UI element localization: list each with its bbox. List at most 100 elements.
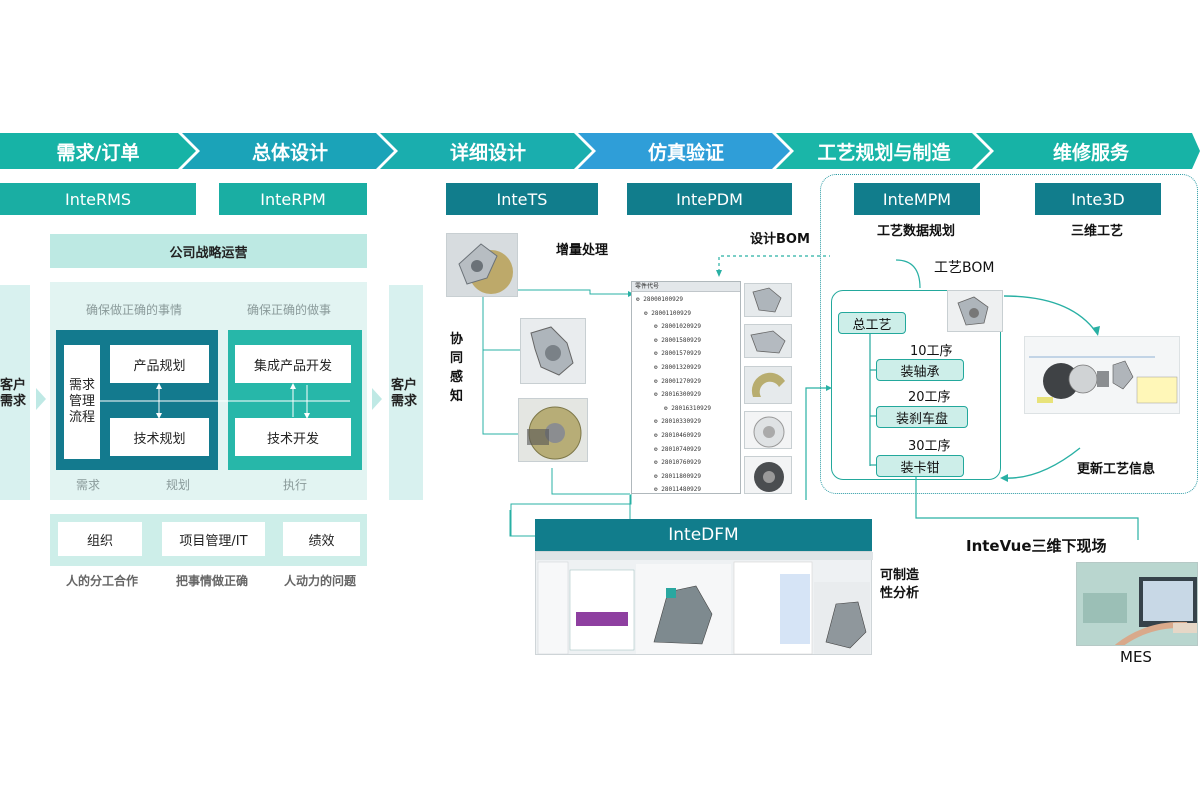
gear-icon: ⚙ <box>654 445 662 453</box>
system-intempm[interactable]: InteMPM <box>854 183 980 215</box>
gear-icon: ⚙ <box>654 336 662 344</box>
bom-tree-row-label: 28000100929 <box>643 296 683 303</box>
stage-6-shape <box>976 133 1200 169</box>
right-caption: 确保正确的做事 <box>247 303 332 317</box>
bom-tree-row[interactable]: ⚙ 28001580929 <box>654 337 701 344</box>
bom-tree-row[interactable]: ⚙ 28001020929 <box>654 323 701 330</box>
bom-tree-row-label: 28010460929 <box>661 432 701 439</box>
workshop-photo-icon <box>1077 563 1197 645</box>
system-intedfm[interactable]: InteDFM <box>535 519 872 551</box>
product-plan-box[interactable]: 产品规划 <box>110 345 209 383</box>
dfm-connector <box>510 494 632 536</box>
dfm-screenshot-image <box>536 552 873 655</box>
mes-label: MES <box>1120 648 1152 666</box>
mes-photo <box>1076 562 1198 646</box>
strategy-title-bar: 公司战略运营 <box>50 234 367 268</box>
mpm-caption: 工艺数据规划 <box>877 224 956 239</box>
stage-1-shape <box>0 133 196 169</box>
part-thumb-1 <box>446 233 518 297</box>
system-interms[interactable]: InteRMS <box>0 183 196 215</box>
support-pm-it[interactable]: 项目管理/IT <box>162 522 265 556</box>
bom-tree-row[interactable]: ⚙ 28016310929 <box>664 405 711 412</box>
bom-tree-row[interactable]: ⚙ 28016300929 <box>654 391 701 398</box>
bom-tree-row[interactable]: ⚙ 28010760929 <box>654 459 701 466</box>
bom-tree-row[interactable]: ⚙ 28011480929 <box>654 486 701 493</box>
system-interpm[interactable]: InteRPM <box>219 183 367 215</box>
gear-icon: ⚙ <box>644 309 652 317</box>
part-thumb-5 <box>744 324 792 358</box>
arrow-right-icon <box>36 388 46 410</box>
support-kpi[interactable]: 绩效 <box>283 522 360 556</box>
part-thumb-4 <box>744 283 792 317</box>
gear-icon: ⚙ <box>654 432 662 439</box>
tech-plan-box[interactable]: 技术规划 <box>110 418 209 456</box>
gear-icon: ⚙ <box>636 296 644 303</box>
stage-process-planning: 工艺规划与制造 <box>817 141 951 164</box>
gear-icon: ⚙ <box>654 418 662 426</box>
bom-tree-window: 零件代号 ⚙ 28000100929 ⚙ 28001100929 ⚙ 2800102… <box>631 281 741 494</box>
part-thumb-6 <box>744 366 792 404</box>
bom-tree-row[interactable]: ⚙ 28010740929 <box>654 446 701 453</box>
support-caption-2: 把事情做正确 <box>176 574 249 588</box>
brake-disc-icon <box>527 406 582 460</box>
stage-simulation: 仿真验证 <box>647 141 724 164</box>
part-thumb-7 <box>744 411 792 449</box>
stage-maintenance: 维修服务 <box>1052 141 1129 164</box>
foot-exec: 执行 <box>283 478 308 492</box>
foot-req: 需求 <box>76 478 101 492</box>
op-10-node[interactable]: 装轴承 <box>876 359 964 381</box>
tech-dev-box[interactable]: 技术开发 <box>235 418 351 456</box>
support-caption-3: 人动力的问题 <box>284 574 357 588</box>
gear-icon: ⚙ <box>664 404 672 412</box>
stage-3-shape <box>380 133 592 169</box>
bom-tree-row-label: 28016310929 <box>671 404 711 412</box>
stage-2-shape <box>182 133 394 169</box>
bom-tree-header: 零件代号 <box>632 282 740 292</box>
customer-left-label: 客户 需求 <box>0 378 27 409</box>
gear-icon: ⚙ <box>654 350 662 358</box>
assembly-exploded-icon <box>1029 356 1178 404</box>
intevue-label: InteVue三维下现场 <box>966 537 1107 555</box>
customer-right-panel <box>389 285 423 500</box>
i3d-caption: 三维工艺 <box>1071 224 1124 239</box>
op-30-seq: 30工序 <box>908 439 951 454</box>
req-process-box[interactable]: 需求 管理 流程 <box>64 345 100 459</box>
system-intepdm[interactable]: IntePDM <box>627 183 792 215</box>
bom-tree-row-label: 28010740929 <box>661 445 701 453</box>
gear-icon: ⚙ <box>654 472 662 480</box>
ipd-box[interactable]: 集成产品开发 <box>235 345 351 383</box>
assembly-3d-image <box>1024 336 1180 414</box>
gear-icon: ⚙ <box>654 391 662 399</box>
bom-tree-row[interactable]: ⚙ 28001320929 <box>654 364 701 371</box>
bom-tree-row[interactable]: ⚙ 28010460929 <box>654 432 701 439</box>
bom-tree-row-label: 28016300929 <box>661 391 701 399</box>
framework-connectors <box>100 383 350 419</box>
incremental-label: 增量处理 <box>556 243 609 258</box>
bom-tree-row-label: 28001570929 <box>661 350 701 358</box>
bom-tree-row[interactable]: ⚙ 28000100929 <box>636 296 683 303</box>
op-20-node[interactable]: 装刹车盘 <box>876 406 968 428</box>
bom-tree-row[interactable]: ⚙ 28001100929 <box>644 310 691 317</box>
gear-icon: ⚙ <box>654 377 662 385</box>
knuckle-part-icon <box>530 326 574 376</box>
part-thumb-3 <box>518 398 588 462</box>
system-intets[interactable]: InteTS <box>446 183 598 215</box>
part-thumb-2 <box>520 318 586 384</box>
bom-tree-row[interactable]: ⚙ 28001270929 <box>654 378 701 385</box>
process-arrows <box>805 259 1139 540</box>
support-caption-1: 人的分工合作 <box>66 574 139 588</box>
system-inte3d[interactable]: Inte3D <box>1035 183 1161 215</box>
bom-tree-row[interactable]: ⚙ 28011800929 <box>654 473 701 480</box>
support-org[interactable]: 组织 <box>58 522 142 556</box>
stage-demand: 需求/订单 <box>56 141 140 164</box>
op-10-seq: 10工序 <box>910 344 953 359</box>
bom-tree-row[interactable]: ⚙ 28001570929 <box>654 350 701 357</box>
gear-icon: ⚙ <box>654 459 662 467</box>
op-30-node[interactable]: 装卡钳 <box>876 455 964 477</box>
stage-detail-design: 详细设计 <box>449 141 526 164</box>
left-caption: 确保做正确的事情 <box>86 303 183 317</box>
process-bom-label: 工艺BOM <box>934 260 995 276</box>
bom-tree-row[interactable]: ⚙ 28010330929 <box>654 418 701 425</box>
bom-tree-row-label: 28011480929 <box>661 486 701 494</box>
process-root-node[interactable]: 总工艺 <box>838 312 906 334</box>
